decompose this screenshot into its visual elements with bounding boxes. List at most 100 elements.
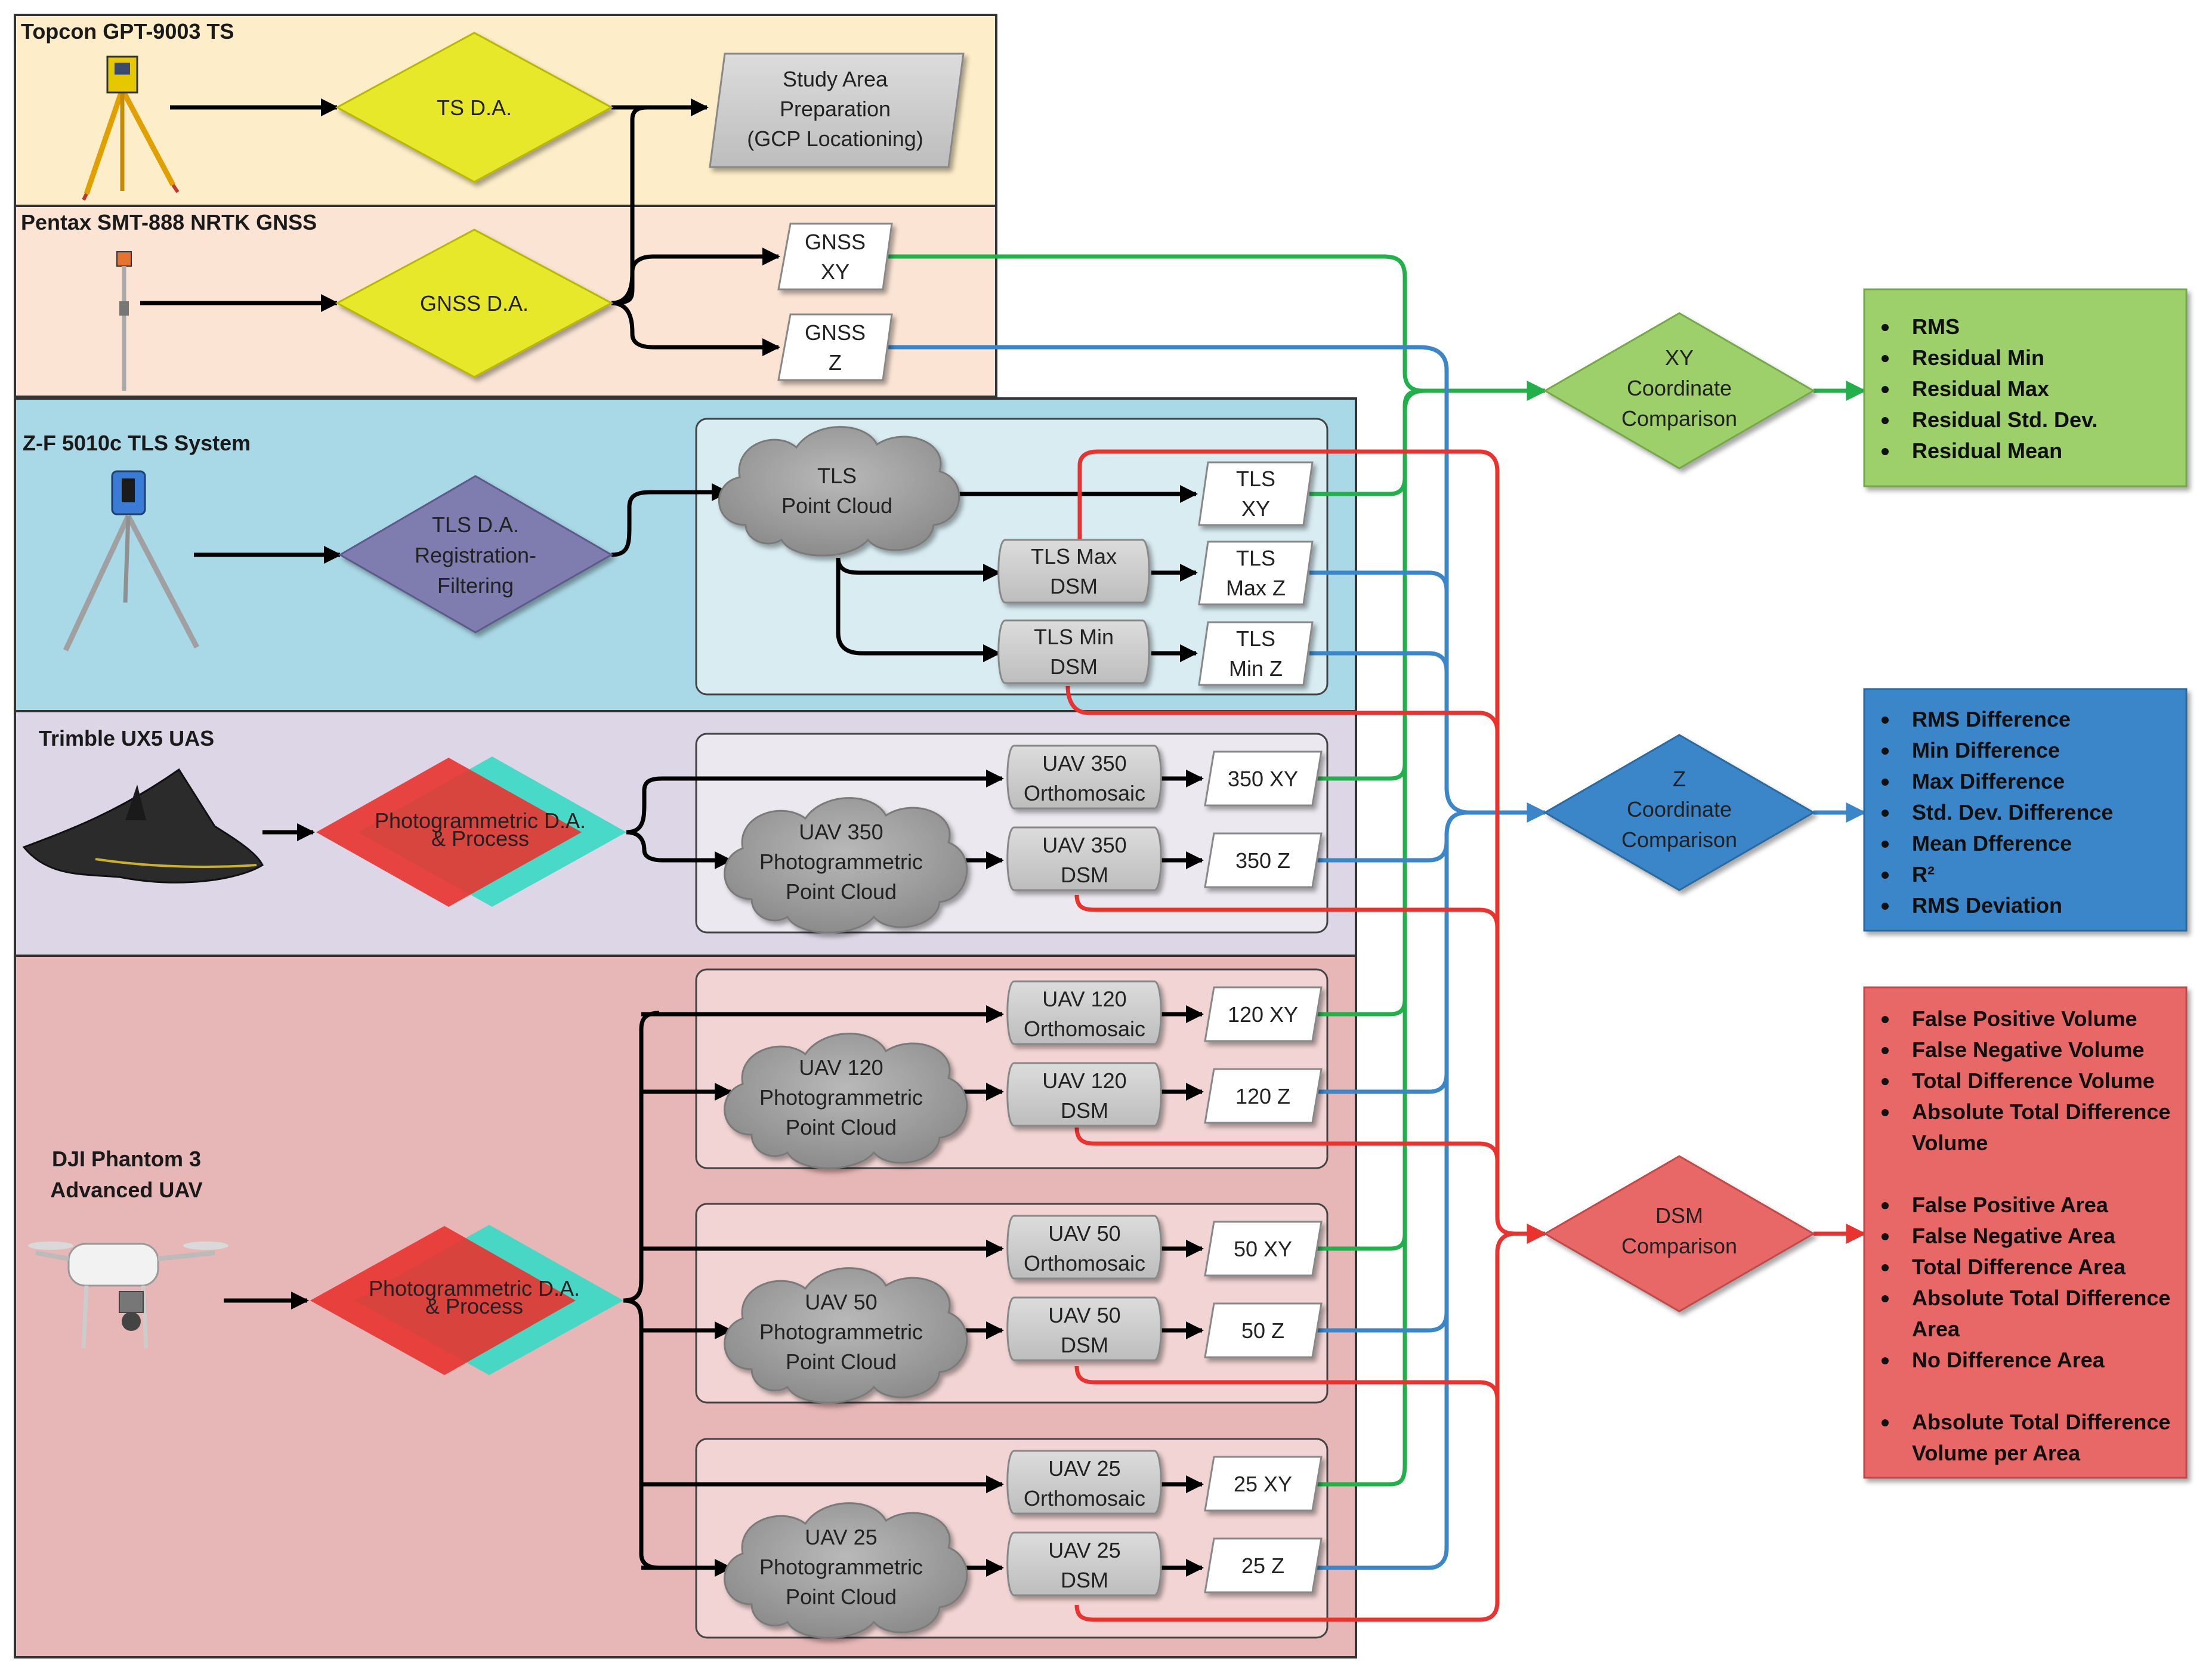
z-flow-lines	[883, 345, 1867, 1570]
metric-item: Residual Mean	[1912, 438, 2062, 463]
dsm-label-1: UAV 120	[1042, 1068, 1126, 1093]
metric-item: RMS Difference	[1912, 707, 2071, 731]
gnss-da-node: GNSS D.A.	[335, 228, 614, 378]
svg-text:Comparison: Comparison	[1621, 827, 1737, 852]
svg-text:Point Cloud: Point Cloud	[781, 493, 892, 518]
bullet-icon	[1882, 748, 1889, 755]
point-cloud-label-2: Photogrammetric	[759, 1320, 923, 1344]
xy-output-label: 120 XY	[1228, 1002, 1298, 1027]
point-cloud-label-1: UAV 350	[799, 820, 883, 844]
lane-title-dji-2: Advanced UAV	[50, 1178, 202, 1202]
point-cloud-label-3: Point Cloud	[786, 1349, 897, 1374]
xy-output-node: 350 XY	[1204, 750, 1323, 807]
bullet-icon	[1882, 1109, 1889, 1116]
gnss-xy-node: GNSS XY	[777, 223, 893, 291]
dsm-flow-lines	[1065, 449, 1867, 1622]
bullet-icon	[1882, 1233, 1889, 1240]
orthomosaic-label-1: UAV 120	[1042, 987, 1126, 1011]
svg-text:Z: Z	[829, 350, 842, 375]
dsm-label-2: DSM	[1061, 1568, 1108, 1592]
svg-text:Filtering: Filtering	[437, 573, 514, 598]
bullet-icon	[1882, 355, 1889, 362]
metric-item: Volume per Area	[1912, 1441, 2081, 1465]
svg-text:TLS: TLS	[1236, 467, 1275, 491]
xy-output-node: 25 XY	[1204, 1456, 1323, 1512]
dsm-label-2: DSM	[1061, 1098, 1108, 1123]
bullet-icon	[1882, 386, 1889, 393]
orthomosaic-label-1: UAV 350	[1042, 751, 1126, 776]
svg-text:Registration-: Registration-	[415, 543, 536, 567]
bullet-icon	[1882, 841, 1889, 848]
svg-text:TLS: TLS	[1236, 546, 1275, 570]
metric-item: Std. Dev. Difference	[1912, 800, 2113, 824]
svg-text:Max Z: Max Z	[1226, 576, 1286, 600]
photogrammetric-da-node-dji: Photogrammetric D.A. & Process	[310, 1225, 623, 1375]
metric-item: Min Difference	[1912, 738, 2060, 762]
z-output-label: 350 Z	[1235, 848, 1290, 873]
lane-title-tls: Z-F 5010c TLS System	[23, 431, 251, 455]
point-cloud-label-3: Point Cloud	[786, 1585, 897, 1609]
point-cloud-label-3: Point Cloud	[786, 1115, 897, 1139]
point-cloud-label-2: Photogrammetric	[759, 1085, 923, 1110]
point-cloud-label-1: UAV 120	[799, 1055, 883, 1080]
svg-text:TLS D.A.: TLS D.A.	[432, 512, 519, 537]
metric-item: Absolute Total Difference	[1912, 1286, 2170, 1310]
metric-item: False Positive Volume	[1912, 1006, 2137, 1031]
metric-item: Total Difference Volume	[1912, 1068, 2155, 1093]
tls-min-z-node: TLS Min Z	[1198, 621, 1314, 686]
svg-text:GNSS: GNSS	[805, 320, 866, 345]
bullet-icon	[1882, 1047, 1889, 1054]
process-arrows	[140, 98, 1204, 1577]
svg-text:XY: XY	[821, 260, 849, 284]
metric-item: False Positive Area	[1912, 1193, 2109, 1217]
xy-output-label: 50 XY	[1234, 1237, 1292, 1261]
dsm-label-2: DSM	[1061, 1333, 1108, 1357]
z-output-label: 25 Z	[1241, 1553, 1284, 1578]
svg-text:XY: XY	[1665, 345, 1694, 370]
study-area-node: Study Area Preparation (GCP Locationing)	[709, 52, 965, 168]
z-output-label: 50 Z	[1241, 1318, 1284, 1343]
point-cloud-label-2: Photogrammetric	[759, 850, 923, 874]
svg-text:TLS: TLS	[817, 464, 857, 488]
metric-item: Mean Dfference	[1912, 831, 2072, 855]
xy-output-node: 120 XY	[1204, 986, 1323, 1042]
point-cloud-label-1: UAV 50	[805, 1290, 877, 1314]
gnss-receiver-icon	[116, 251, 132, 391]
tls-point-cloud-node: TLS Point Cloud	[718, 426, 960, 557]
z-output-node: 25 Z	[1204, 1537, 1323, 1593]
orthomosaic-label-1: UAV 50	[1048, 1221, 1120, 1246]
tls-max-z-node: TLS Max Z	[1198, 541, 1314, 606]
svg-text:GNSS: GNSS	[805, 230, 866, 254]
bullet-icon	[1882, 1295, 1889, 1302]
svg-text:& Process: & Process	[425, 1294, 523, 1318]
bullet-icon	[1882, 417, 1889, 424]
metric-item: Residual Max	[1912, 376, 2049, 401]
bullet-icon	[1882, 1357, 1889, 1364]
svg-text:DSM: DSM	[1050, 654, 1098, 679]
ts-da-node: TS D.A.	[335, 32, 614, 183]
metric-item: No Difference Area	[1912, 1348, 2105, 1372]
metric-item: Absolute Total Difference	[1912, 1410, 2170, 1434]
metric-item: Volume	[1912, 1131, 1988, 1155]
z-output-node: 350 Z	[1204, 832, 1323, 888]
dsm-label-2: DSM	[1061, 863, 1108, 887]
dsm-label-1: UAV 350	[1042, 833, 1126, 857]
svg-text:(GCP Locationing): (GCP Locationing)	[747, 126, 923, 151]
bullet-icon	[1882, 324, 1889, 331]
tls-da-node: TLS D.A. Registration- Filtering	[338, 475, 614, 634]
xy-output-label: 25 XY	[1234, 1472, 1292, 1496]
orthomosaic-label-2: Orthomosaic	[1024, 1017, 1145, 1041]
metric-item: Residual Min	[1912, 345, 2044, 370]
bullet-icon	[1882, 1419, 1889, 1426]
bullet-icon	[1882, 1078, 1889, 1085]
tls-xy-node: TLS XY	[1198, 461, 1314, 526]
z-output-label: 120 Z	[1235, 1084, 1290, 1108]
